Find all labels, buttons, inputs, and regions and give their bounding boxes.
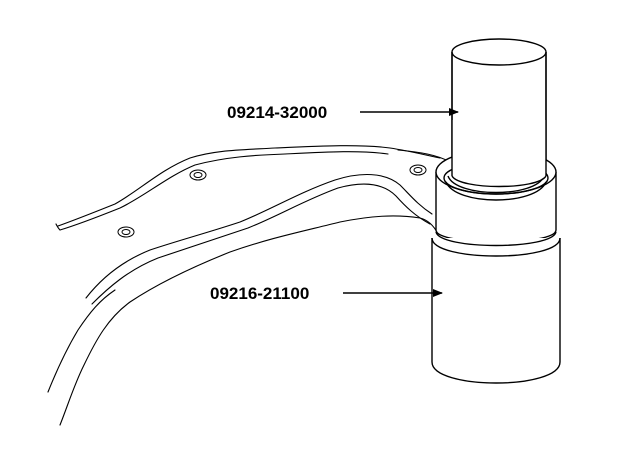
leader-arrows [343, 108, 459, 297]
upper-tool-cylinder-front [451, 52, 547, 188]
arm-hole [193, 172, 203, 178]
lower-tool-cylinder [431, 231, 561, 384]
arm-holes [117, 164, 427, 238]
suspension-arm [47, 145, 451, 426]
arm-hole [121, 229, 131, 235]
part-number-label-upper: 09214-32000 [227, 103, 328, 122]
arm-hole [413, 167, 423, 173]
arm-hole [409, 164, 427, 176]
part-number-label-lower: 09216-21100 [210, 284, 310, 303]
arm-hole [117, 226, 135, 238]
arm-hole [189, 169, 207, 181]
